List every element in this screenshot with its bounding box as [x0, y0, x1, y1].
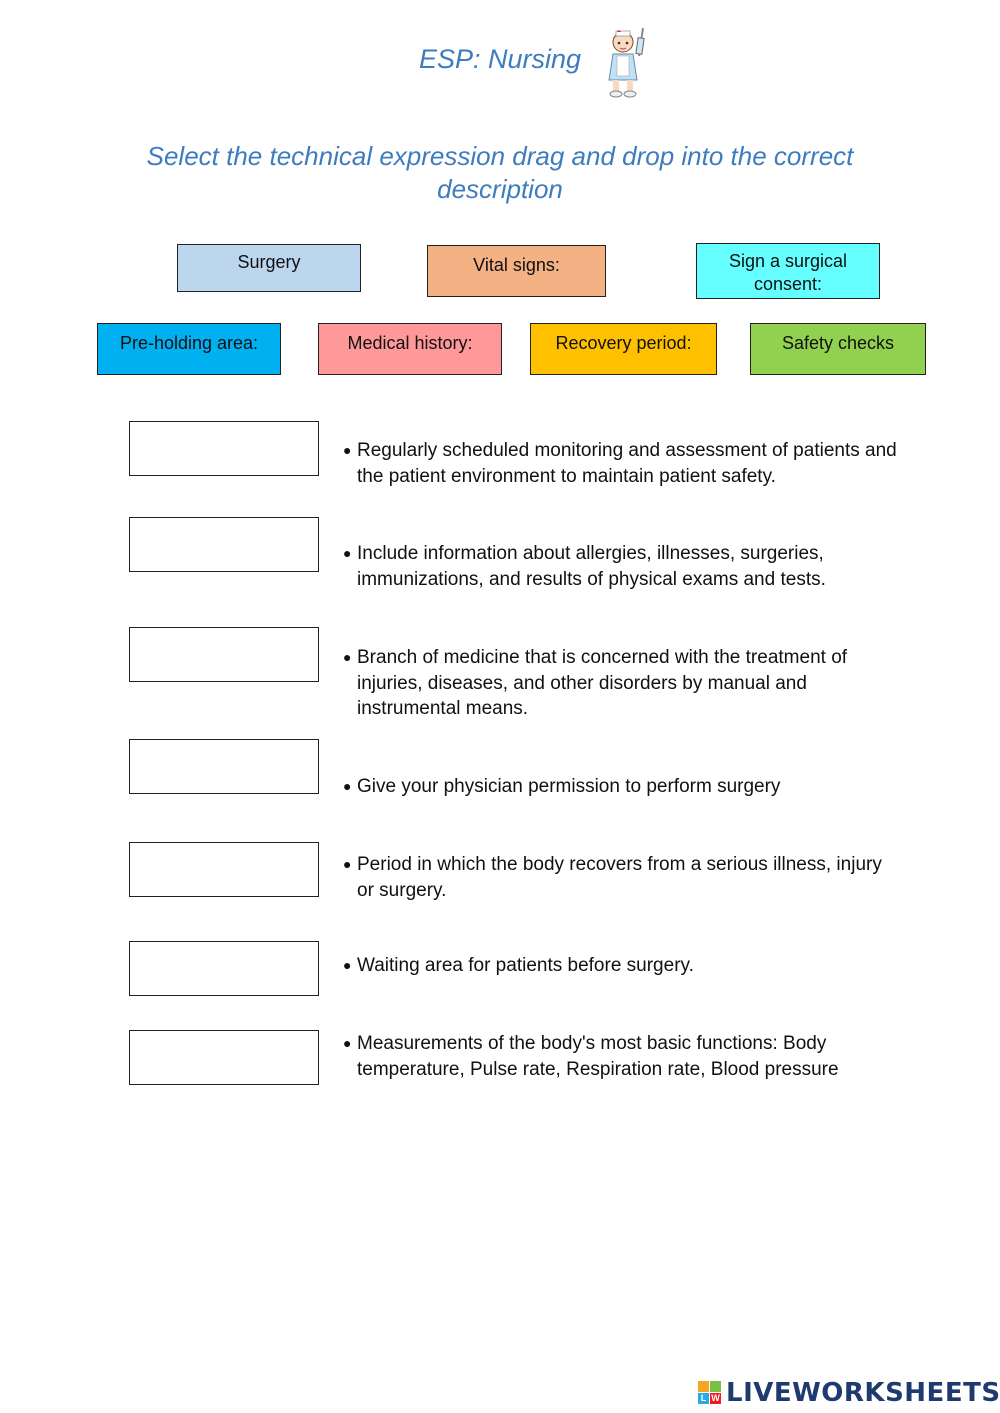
chip-surgery[interactable]: Surgery	[177, 244, 361, 292]
bullet-icon: ●	[343, 649, 352, 665]
description-text: Measurements of the body's most basic fu…	[357, 1033, 839, 1080]
description-5: ● Period in which the body recovers from…	[343, 852, 903, 903]
description-text: Regularly scheduled monitoring and asses…	[357, 440, 897, 487]
drop-box-4[interactable]	[129, 739, 319, 794]
description-4: ● Give your physician permission to perf…	[343, 774, 903, 800]
chip-label: Vital signs:	[473, 255, 560, 275]
description-6: ● Waiting area for patients before surge…	[343, 953, 903, 979]
nurse-illustration	[608, 27, 645, 98]
drop-box-2[interactable]	[129, 517, 319, 572]
chip-sign-surgical-consent[interactable]: Sign a surgical consent:	[696, 243, 880, 299]
bullet-icon: ●	[343, 442, 352, 458]
instructions: Select the technical expression drag and…	[146, 141, 854, 204]
bullet-icon: ●	[343, 778, 352, 794]
drop-box-3[interactable]	[129, 627, 319, 682]
description-text: Branch of medicine that is concerned wit…	[357, 647, 848, 719]
brand-text: LIVEWORKSHEETS	[726, 1378, 1000, 1408]
chip-pre-holding-area[interactable]: Pre-holding area:	[97, 323, 281, 375]
chip-label: Medical history:	[347, 333, 473, 353]
drop-box-6[interactable]	[129, 941, 319, 996]
chip-safety-checks[interactable]: Safety checks	[750, 323, 926, 375]
title-text: ESP: Nursing	[418, 44, 582, 74]
chip-label: Sign a surgical consent:	[728, 251, 848, 294]
logo-letter: W	[710, 1393, 721, 1404]
liveworksheets-logo: L W LIVEWORKSHEETS	[698, 1376, 1000, 1410]
logo-letter: L	[698, 1393, 709, 1404]
description-text: Waiting area for patients before surgery…	[357, 955, 694, 976]
drop-box-7[interactable]	[129, 1030, 319, 1085]
chip-label: Safety checks	[781, 333, 895, 353]
bullet-icon: ●	[343, 957, 352, 973]
bullet-icon: ●	[343, 545, 352, 561]
description-text: Give your physician permission to perfor…	[357, 776, 781, 797]
chip-recovery-period[interactable]: Recovery period:	[530, 323, 717, 375]
description-3: ● Branch of medicine that is concerned w…	[343, 645, 903, 722]
drop-box-1[interactable]	[129, 421, 319, 476]
worksheet-title: ESP: Nursing	[0, 44, 1000, 75]
description-text: Include information about allergies, ill…	[357, 543, 826, 590]
bullet-icon: ●	[343, 1035, 352, 1051]
chip-label: Recovery period:	[555, 333, 692, 353]
chip-label: Pre-holding area:	[119, 333, 259, 353]
description-7: ● Measurements of the body's most basic …	[343, 1031, 903, 1082]
drop-box-5[interactable]	[129, 842, 319, 897]
liveworksheets-icon: L W	[698, 1381, 722, 1405]
description-2: ● Include information about allergies, i…	[343, 541, 903, 592]
bullet-icon: ●	[343, 856, 352, 872]
chip-label: Surgery	[237, 252, 301, 272]
description-text: Period in which the body recovers from a…	[357, 854, 882, 901]
chip-vital-signs[interactable]: Vital signs:	[427, 245, 606, 297]
chip-medical-history[interactable]: Medical history:	[318, 323, 502, 375]
description-1: ● Regularly scheduled monitoring and ass…	[343, 438, 903, 489]
